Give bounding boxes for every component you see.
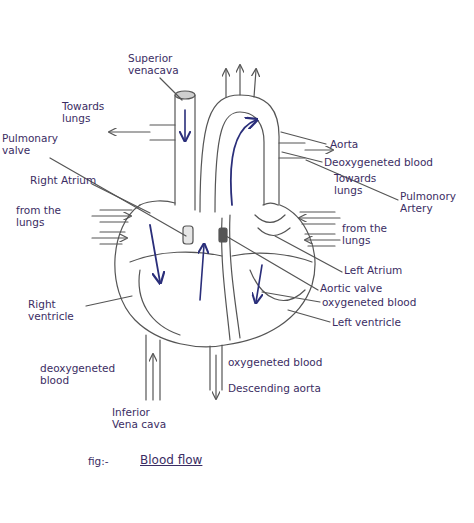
- vessel-opening: [175, 91, 195, 99]
- leader-line: [288, 310, 330, 322]
- figure-caption: Blood flow: [140, 453, 202, 467]
- flow-arrow: [152, 355, 153, 400]
- flow-arrow: [305, 149, 332, 150]
- valve-plane: [130, 252, 222, 262]
- flow-arrow: [231, 120, 256, 205]
- part-label: Aorta: [330, 138, 390, 150]
- superior-vena-cava: [194, 95, 195, 210]
- flow-arrow: [92, 237, 126, 238]
- aortic-valve: [219, 228, 227, 242]
- inferior-vena-cava: [146, 335, 160, 400]
- septum: [230, 215, 240, 338]
- part-label: Superior venacava: [128, 52, 190, 76]
- part-label: Inferior Vena cava: [112, 406, 178, 430]
- part-label: Deoxygeneted blood: [324, 156, 454, 168]
- flow-arrow: [110, 131, 150, 132]
- leader-line: [160, 78, 182, 100]
- part-label: Pulmonary valve: [2, 132, 68, 156]
- leader-line: [275, 236, 342, 272]
- flow-arrow: [306, 239, 340, 240]
- part-label: Right Atrium: [30, 174, 120, 186]
- flow-arrow: [184, 110, 186, 140]
- part-label: from the lungs: [16, 204, 72, 228]
- part-label: Left Atrium: [344, 264, 434, 276]
- aorta-arch: [215, 112, 264, 212]
- part-label: fig:-: [88, 455, 132, 467]
- part-label: Pulmonory Artery: [400, 190, 470, 214]
- leader-line: [281, 132, 326, 144]
- flow-arrow: [300, 217, 340, 218]
- leader-line: [262, 292, 320, 302]
- part-label: Left ventricle: [332, 316, 442, 328]
- aorta-branch: [225, 70, 226, 97]
- aorta-branch: [254, 70, 256, 97]
- part-label: oxygeneted blood: [322, 296, 452, 308]
- flow-arrow: [215, 355, 216, 398]
- part-label: Towards lungs: [62, 100, 114, 124]
- part-label: Descending aorta: [228, 382, 358, 394]
- pulmonary-branch: [150, 125, 175, 140]
- atrium-wall: [255, 215, 290, 236]
- atrium-top: [263, 203, 278, 205]
- flow-arrow: [92, 215, 130, 216]
- aorta-arch: [200, 95, 279, 212]
- part-label: Right ventricle: [28, 298, 90, 322]
- flow-arrow: [200, 245, 204, 300]
- flow-arrow: [150, 225, 160, 282]
- superior-vena-cava: [174, 95, 175, 205]
- leader-line: [282, 152, 322, 162]
- valve-plane: [232, 253, 312, 262]
- heart-outline: [115, 205, 315, 347]
- pulmonary-branch: [279, 143, 305, 158]
- part-label: from the lungs: [342, 222, 398, 246]
- atrium-top: [140, 201, 175, 205]
- flow-arrow: [256, 265, 262, 302]
- part-label: Aortic valve: [320, 282, 410, 294]
- leader-line: [226, 236, 318, 290]
- leader-line: [50, 158, 186, 236]
- leader-line: [86, 296, 132, 306]
- aorta-branch: [239, 66, 240, 95]
- part-label: Towards lungs: [334, 172, 386, 196]
- part-label: deoxygeneted blood: [40, 362, 122, 386]
- leader-line: [92, 184, 150, 213]
- part-label: oxygeneted blood: [228, 356, 358, 368]
